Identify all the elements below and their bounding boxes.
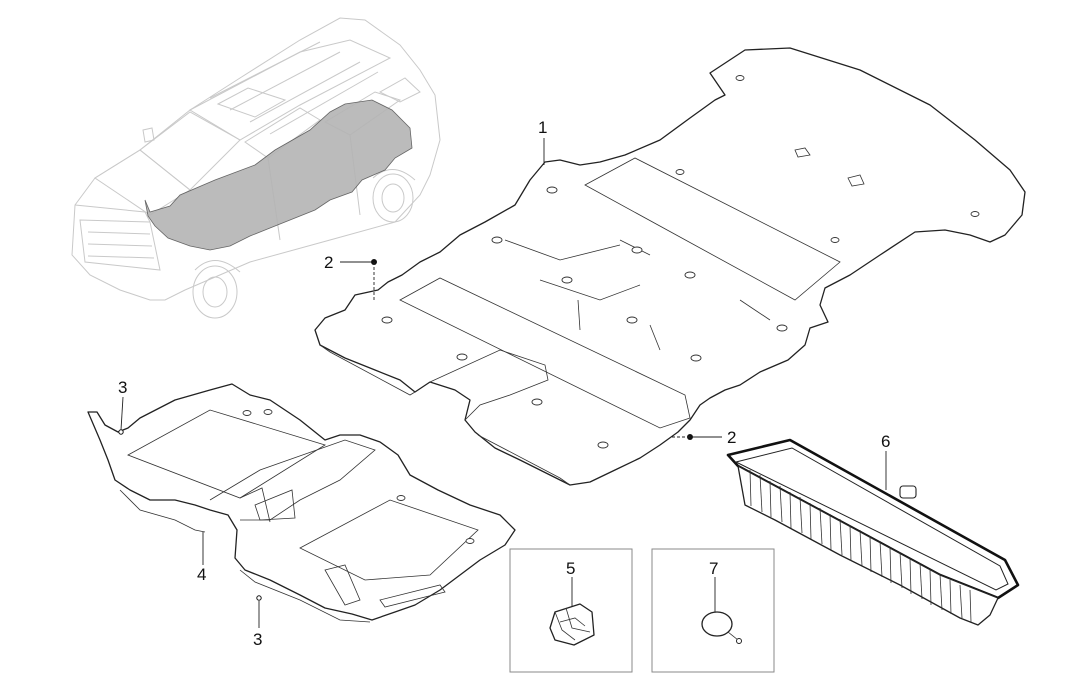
part-2-fastener-lower bbox=[670, 434, 693, 440]
part-7-plug bbox=[701, 611, 742, 644]
inset-part-5 bbox=[509, 548, 633, 673]
callout-2-upper: 2 bbox=[324, 253, 333, 272]
inset-part-7 bbox=[651, 548, 775, 673]
callout-1: 1 bbox=[538, 118, 547, 137]
callout-3-upper: 3 bbox=[118, 378, 127, 397]
part-3-fastener-lower bbox=[256, 595, 262, 601]
part-4-front-floor-carpet bbox=[87, 383, 516, 623]
callout-7: 7 bbox=[709, 559, 718, 578]
part-6-storage-tray bbox=[726, 438, 1020, 626]
part-1-rear-floor-carpet bbox=[314, 47, 1026, 486]
callout-6: 6 bbox=[881, 432, 890, 451]
part-2-fastener-upper bbox=[371, 259, 377, 300]
callout-4: 4 bbox=[197, 565, 206, 584]
part-3-fastener-upper bbox=[118, 429, 124, 435]
callout-labels: 1 2 2 3 3 4 5 6 7 bbox=[118, 118, 890, 649]
vehicle-location-view bbox=[71, 17, 441, 319]
callout-3-lower: 3 bbox=[253, 630, 262, 649]
callout-2-lower: 2 bbox=[727, 428, 736, 447]
carpet-location-highlight bbox=[144, 99, 413, 251]
part-5-clip bbox=[549, 603, 595, 646]
callout-5: 5 bbox=[566, 559, 575, 578]
leader-lines bbox=[120, 138, 887, 628]
